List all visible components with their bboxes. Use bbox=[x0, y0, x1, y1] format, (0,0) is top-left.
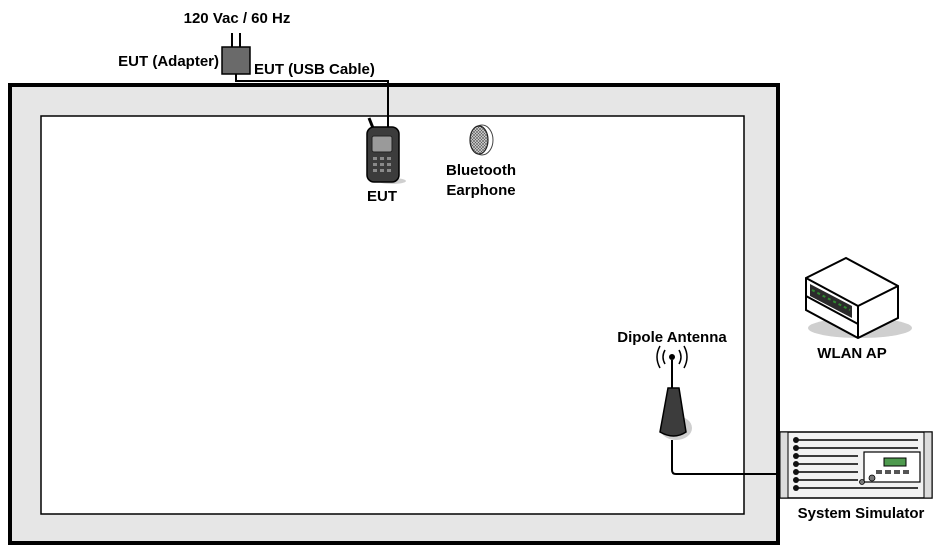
rf-cable bbox=[671, 440, 858, 475]
eut-label: EUT bbox=[367, 188, 397, 205]
usb-cable-label: EUT (USB Cable) bbox=[254, 61, 375, 78]
wlan-ap-label: WLAN AP bbox=[817, 345, 886, 362]
bluetooth-label-line1: Bluetooth bbox=[446, 162, 516, 179]
usb-cable bbox=[235, 74, 389, 138]
earphone-icon bbox=[469, 124, 494, 156]
antenna-label: Dipole Antenna bbox=[617, 329, 727, 346]
power-plug-icon bbox=[231, 33, 241, 47]
router-icon bbox=[805, 256, 912, 340]
phone-icon bbox=[366, 117, 406, 184]
antenna-icon bbox=[656, 345, 692, 440]
simulator-label: System Simulator bbox=[798, 505, 925, 522]
simulator-icon bbox=[779, 431, 933, 499]
power-label: 120 Vac / 60 Hz bbox=[184, 10, 291, 27]
adapter-label: EUT (Adapter) bbox=[118, 53, 219, 70]
bluetooth-label-line2: Earphone bbox=[446, 182, 515, 199]
adapter-icon bbox=[221, 46, 251, 75]
